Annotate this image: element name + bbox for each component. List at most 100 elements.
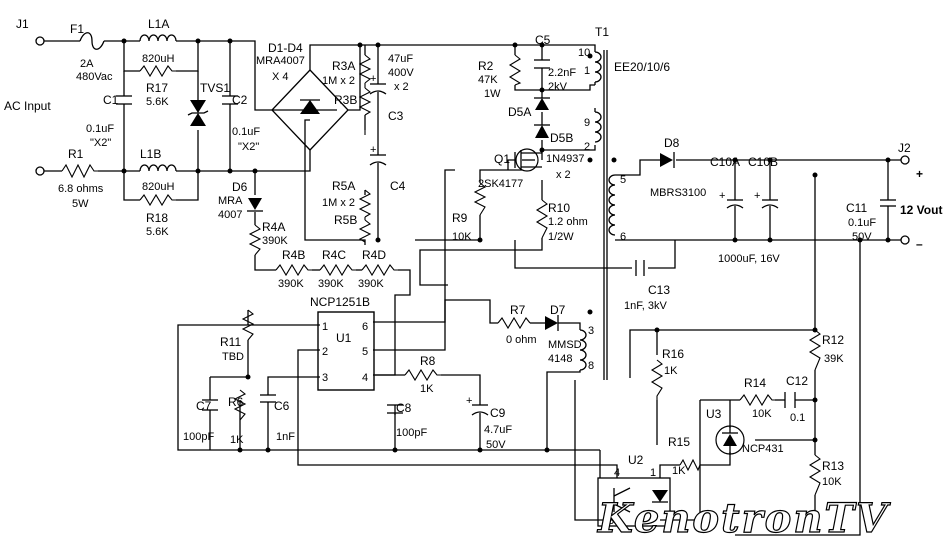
svg-text:6.8 ohms: 6.8 ohms bbox=[58, 183, 104, 195]
svg-text:50V: 50V bbox=[852, 231, 872, 243]
svg-text:1M x 2: 1M x 2 bbox=[322, 197, 355, 209]
svg-text:+: + bbox=[370, 73, 376, 85]
diode-d8: D8 MBRS3100 bbox=[650, 136, 706, 199]
svg-text:R4A: R4A bbox=[262, 220, 285, 234]
svg-text:"X2": "X2" bbox=[90, 137, 111, 149]
capacitor-c10a: + C10A bbox=[710, 155, 744, 209]
svg-text:C13: C13 bbox=[648, 283, 670, 297]
resistor-r13: R13 10K bbox=[808, 454, 844, 496]
svg-text:x 2: x 2 bbox=[394, 81, 409, 93]
svg-text:F1: F1 bbox=[70, 22, 84, 36]
resistor-r18: R18 5.6K bbox=[139, 193, 176, 238]
watermark: KenotronTV bbox=[597, 495, 891, 542]
svg-text:NCP431: NCP431 bbox=[742, 443, 784, 455]
svg-text:MMSD: MMSD bbox=[548, 339, 582, 351]
svg-text:R6: R6 bbox=[228, 395, 244, 409]
svg-text:390K: 390K bbox=[278, 278, 304, 290]
inductor-l1a: L1A 820uH bbox=[139, 17, 177, 65]
controller-u1: NCP1251B U1 1 2 3 4 5 6 bbox=[310, 295, 375, 391]
svg-text:R3A: R3A bbox=[332, 59, 355, 73]
svg-text:C3: C3 bbox=[388, 109, 404, 123]
svg-text:R15: R15 bbox=[668, 435, 690, 449]
capacitor-c11: C11 0.1uF 50V bbox=[846, 199, 896, 243]
svg-text:R11: R11 bbox=[220, 335, 241, 349]
capacitor-c3: + 47uF 400V x 2 C3 bbox=[369, 53, 414, 123]
capacitor-c4: + C4 bbox=[369, 144, 406, 193]
svg-text:1M x 2: 1M x 2 bbox=[322, 75, 355, 87]
svg-text:50V: 50V bbox=[486, 439, 506, 451]
svg-text:1W: 1W bbox=[484, 88, 501, 100]
svg-text:2kV: 2kV bbox=[548, 81, 568, 93]
svg-text:D5B: D5B bbox=[550, 131, 573, 145]
svg-text:D1-D4: D1-D4 bbox=[268, 41, 303, 55]
svg-text:4148: 4148 bbox=[548, 353, 572, 365]
svg-text:R4C: R4C bbox=[322, 248, 346, 262]
svg-text:X 4: X 4 bbox=[272, 71, 289, 83]
svg-text:MBRS3100: MBRS3100 bbox=[650, 187, 706, 199]
fuse-f1: F1 2A 480Vac bbox=[70, 22, 113, 83]
capacitor-c6: C6 1nF bbox=[260, 394, 295, 443]
svg-text:+: + bbox=[719, 190, 725, 202]
capacitor-c1: C1 0.1uF "X2" bbox=[86, 93, 132, 149]
mosfet-q1: Q1 2SK4177 bbox=[478, 148, 542, 190]
svg-text:R4B: R4B bbox=[282, 248, 305, 262]
resistor-r6: R6 1K bbox=[228, 389, 247, 446]
capacitor-c8: C8 100pF bbox=[387, 401, 427, 439]
svg-text:R10: R10 bbox=[548, 201, 570, 215]
capacitor-c5: C5 2.2nF 2kV bbox=[534, 33, 576, 93]
svg-text:J1: J1 bbox=[16, 17, 29, 31]
resistor-r10: R10 1.2 ohm 1/2W bbox=[535, 199, 588, 243]
svg-text:C8: C8 bbox=[396, 401, 412, 415]
svg-text:5: 5 bbox=[362, 346, 368, 358]
svg-text:C10B: C10B bbox=[748, 155, 778, 169]
svg-text:–: – bbox=[916, 237, 923, 251]
svg-text:1/2W: 1/2W bbox=[548, 231, 574, 243]
svg-text:R9: R9 bbox=[452, 211, 468, 225]
svg-text:x 2: x 2 bbox=[556, 169, 571, 181]
resistor-r14: R14 10K bbox=[739, 376, 775, 420]
bridge-rectifier-d1-d4: D1-D4 MRA4007 X 4 bbox=[256, 41, 349, 151]
resistor-r4c: R4C 390K bbox=[318, 248, 356, 290]
transformer-t1: T1 EE20/10/6 10 1 9 2 5 6 3 8 bbox=[578, 25, 670, 380]
svg-text:5.6K: 5.6K bbox=[146, 96, 169, 108]
svg-text:820uH: 820uH bbox=[142, 53, 174, 65]
svg-text:12 Vout: 12 Vout bbox=[900, 203, 942, 217]
svg-text:+: + bbox=[370, 144, 376, 156]
svg-text:390K: 390K bbox=[358, 278, 384, 290]
svg-text:1000uF, 16V: 1000uF, 16V bbox=[718, 253, 780, 265]
svg-text:10K: 10K bbox=[452, 231, 472, 243]
svg-text:C9: C9 bbox=[490, 406, 506, 420]
resistor-r17: R17 5.6K bbox=[139, 64, 176, 108]
svg-text:10: 10 bbox=[578, 47, 590, 59]
svg-text:6: 6 bbox=[362, 321, 368, 333]
svg-text:C6: C6 bbox=[274, 399, 290, 413]
svg-text:MRA4007: MRA4007 bbox=[256, 55, 305, 67]
svg-text:2A: 2A bbox=[80, 58, 94, 70]
svg-text:1K: 1K bbox=[420, 383, 434, 395]
svg-text:480Vac: 480Vac bbox=[76, 71, 113, 83]
diode-d7: D7 MMSD 4148 bbox=[545, 303, 582, 365]
connector-j2: J2 + – 12 Vout bbox=[898, 141, 942, 251]
svg-text:4007: 4007 bbox=[218, 209, 242, 221]
svg-text:6: 6 bbox=[620, 231, 626, 243]
svg-text:C4: C4 bbox=[390, 179, 406, 193]
resistor-r16: R16 1K bbox=[650, 347, 684, 400]
svg-text:1.2 ohm: 1.2 ohm bbox=[548, 216, 588, 228]
svg-text:C11: C11 bbox=[846, 201, 867, 215]
svg-text:R1: R1 bbox=[68, 147, 84, 161]
svg-text:"X2": "X2" bbox=[238, 141, 259, 153]
resistor-r8: R8 1K bbox=[404, 354, 441, 395]
svg-text:C12: C12 bbox=[786, 374, 808, 388]
capacitor-c10b: + C10B 1000uF, 16V bbox=[718, 155, 780, 265]
svg-text:0.1uF: 0.1uF bbox=[86, 123, 114, 135]
svg-text:2: 2 bbox=[322, 346, 328, 358]
svg-text:4.7uF: 4.7uF bbox=[484, 424, 512, 436]
svg-text:5.6K: 5.6K bbox=[146, 226, 169, 238]
svg-text:1nF, 3kV: 1nF, 3kV bbox=[624, 300, 667, 312]
svg-text:J2: J2 bbox=[898, 141, 911, 155]
shunt-regulator-u3: U3 NCP431 bbox=[706, 407, 784, 455]
svg-text:C7: C7 bbox=[196, 399, 212, 413]
svg-text:C2: C2 bbox=[232, 93, 248, 107]
svg-text:5: 5 bbox=[620, 174, 626, 186]
